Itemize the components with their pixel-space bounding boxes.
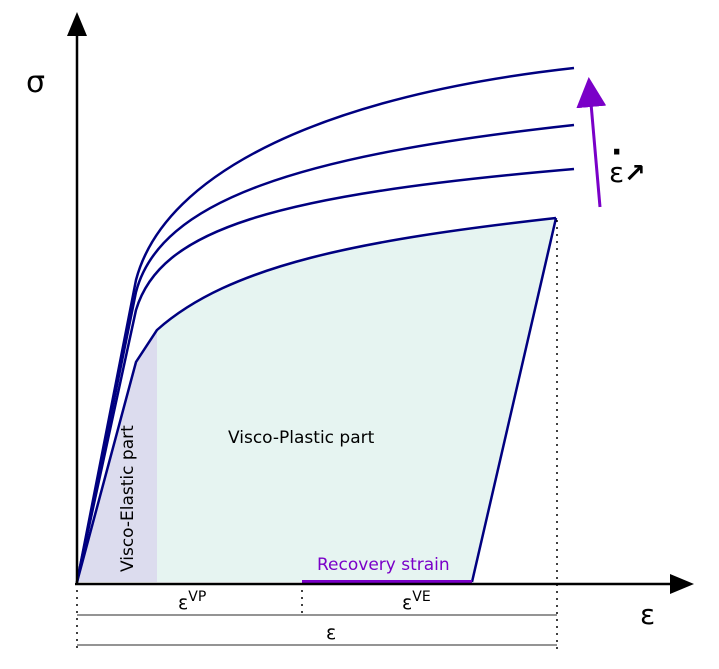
y-axis-arrowhead [67,12,87,36]
visco-elastic-region [77,330,157,582]
epsilon-total-label: ε [326,622,336,644]
strain-rate-dot: · [611,135,622,170]
visco-plastic-region [157,218,556,582]
strain-rate-symbol: ε [609,156,624,189]
y-axis-label: σ [26,65,45,100]
curve-lowest-rate [75,216,557,583]
x-axis-label: ε [640,598,655,631]
unloading-line [470,217,558,583]
recovery-strain-label: Recovery strain [317,555,450,575]
epsilon-ve-label: εVE [402,589,431,614]
epsilon-vp-label: εVP [178,589,206,614]
x-axis-arrowhead [670,574,694,594]
curve-rate-2 [75,167,575,583]
curve-rate-3 [75,123,575,583]
visco-elastic-label: Visco-Elastic part [118,425,138,572]
visco-plastic-label: Visco-Plastic part [228,428,375,448]
strain-rate-increase-icon: ↗ [624,159,646,189]
strain-rate-arrow [576,77,607,208]
curve-highest-rate [75,66,575,583]
